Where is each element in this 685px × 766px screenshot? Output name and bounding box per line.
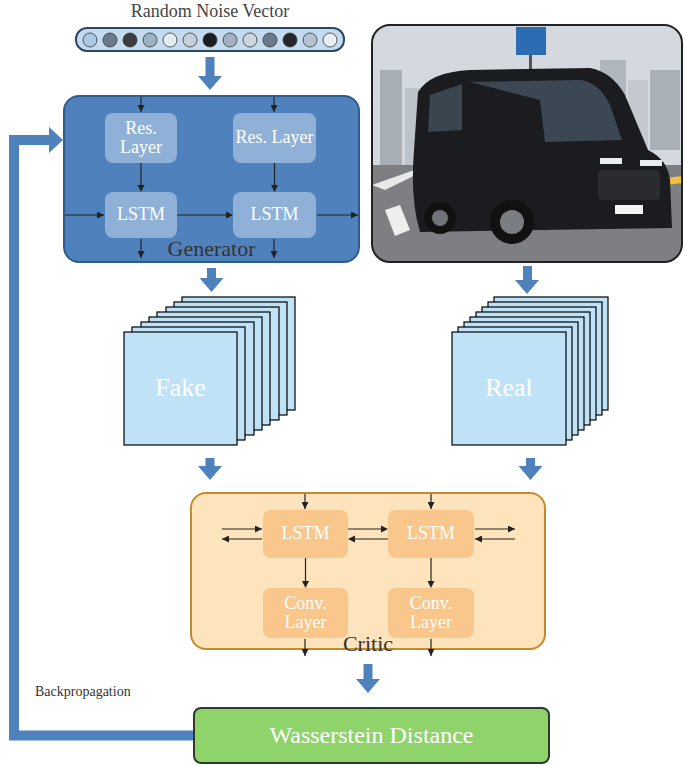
real-samples: Real	[452, 297, 609, 446]
node-label: Conv. Layer	[263, 588, 348, 638]
connector	[356, 664, 380, 693]
node-label: Res. Layer	[233, 113, 316, 163]
photo-arrow	[515, 266, 539, 294]
generator-block: Generator Res. Layer Res. LayerLSTM LSTM	[63, 95, 360, 263]
connector	[348, 526, 388, 543]
node-label: Real	[452, 332, 566, 445]
lstm-box: LSTM	[263, 510, 348, 558]
connector	[519, 458, 543, 480]
node-label: LSTM	[233, 192, 316, 238]
node-label: Random Noise Vector	[45, 0, 375, 24]
connector	[302, 558, 309, 588]
fake-samples: Fake	[124, 297, 296, 446]
conv-layer-box: Conv. Layer	[263, 588, 348, 638]
res-layer-box: Res. Layer	[233, 113, 316, 163]
noise-vector: Random Noise Vector	[75, 27, 345, 52]
node-label: Generator	[65, 236, 358, 262]
critic-block: CriticLSTMLSTMConv. LayerConv. Layer	[190, 492, 546, 650]
connector	[177, 212, 233, 219]
connector	[428, 558, 435, 588]
node-label: Critic	[192, 632, 544, 656]
small-arrows	[65, 97, 515, 656]
connector	[198, 57, 222, 90]
connector	[14, 127, 193, 736]
connector	[138, 163, 145, 192]
fake-stack	[124, 297, 295, 445]
res-layer-box: Res. Layer	[105, 113, 177, 163]
lstm-box: LSTM	[233, 192, 316, 238]
edge-label: Backpropagation	[35, 684, 131, 700]
node-label: Res. Layer	[105, 113, 177, 163]
van-photo	[372, 25, 682, 262]
photo-frame	[372, 25, 682, 262]
node-label: Wasserstein Distance	[195, 709, 548, 762]
node-label: Conv. Layer	[388, 588, 474, 638]
node-label: LSTM	[105, 192, 177, 238]
connector	[271, 163, 278, 192]
loss-box: Wasserstein Distance	[193, 707, 550, 764]
node-label: Fake	[124, 332, 237, 445]
node-label: LSTM	[263, 510, 348, 558]
connector	[200, 268, 224, 292]
real-stack	[452, 297, 608, 445]
node-label: LSTM	[388, 510, 474, 558]
lstm-box: LSTM	[388, 510, 474, 558]
conv-layer-box: Conv. Layer	[388, 588, 474, 638]
lstm-box: LSTM	[105, 192, 177, 238]
noise-cells	[83, 33, 337, 47]
connector	[198, 458, 222, 480]
